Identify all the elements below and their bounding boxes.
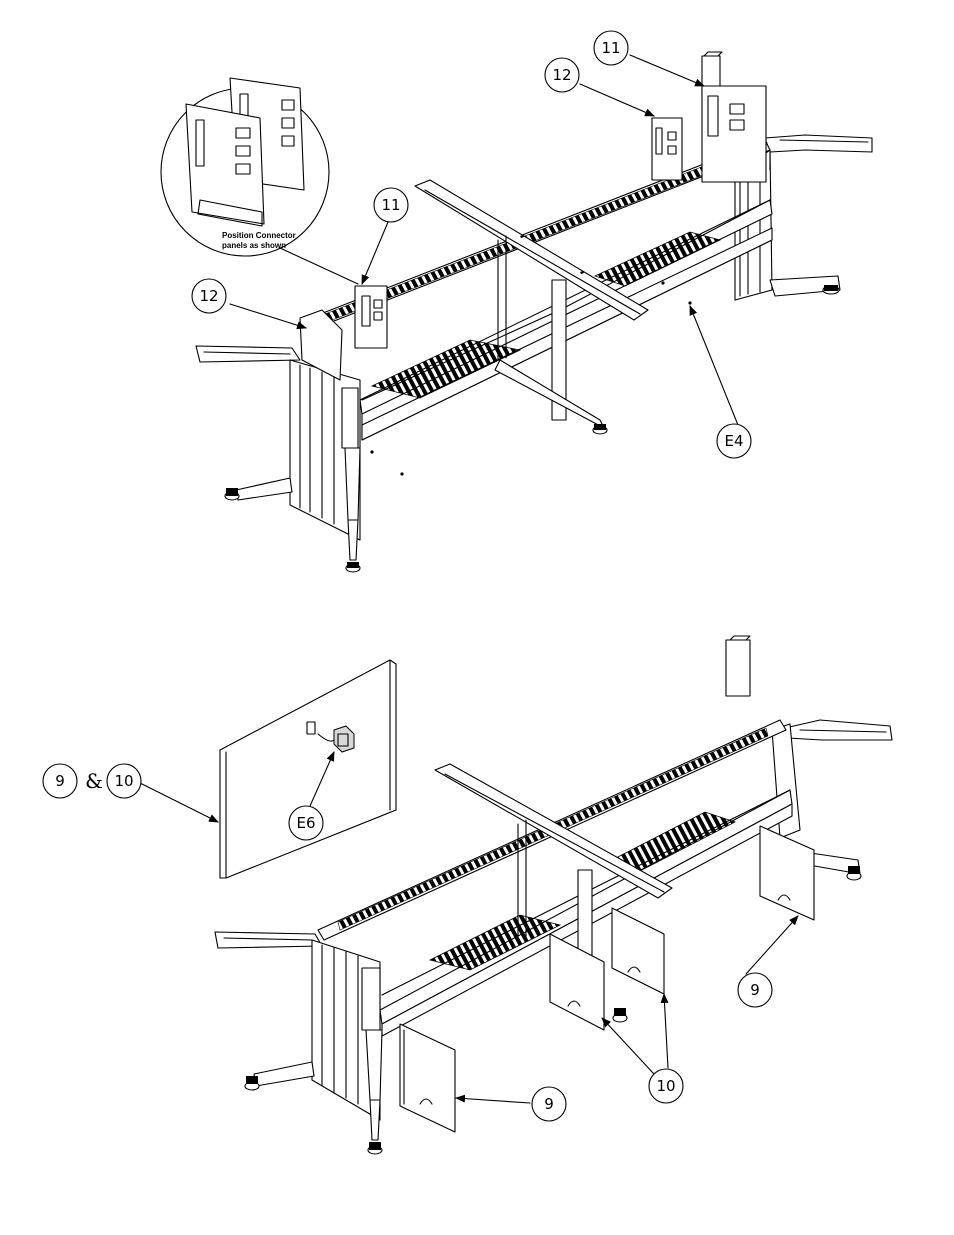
callout-10-left: 10	[106, 763, 142, 799]
top-leaders	[229, 54, 741, 431]
callout-12-top-right: 12	[544, 57, 580, 93]
bottom-cross-beam	[434, 763, 673, 899]
top-left-end-leg	[195, 345, 361, 573]
bottom-trays	[381, 789, 791, 996]
bottom-panel-9-front	[399, 1023, 456, 1133]
callout-9-right-label: 9	[750, 981, 760, 999]
detail-note-line-2: panels as shown	[222, 241, 286, 250]
callout-11-top-left-label: 11	[381, 196, 400, 214]
callout-ampersand: &	[85, 769, 103, 793]
bottom-assembly-view: 9 & 10 E6 9 10 9	[42, 635, 893, 1155]
callout-e4: E4	[716, 423, 752, 459]
callout-9-front-label: 9	[544, 1095, 554, 1113]
callout-9-right: 9	[737, 972, 773, 1008]
callout-12-top-right-label: 12	[552, 66, 571, 84]
callout-12-top-left: 12	[191, 278, 227, 314]
top-center-stand	[494, 235, 608, 435]
top-hardware-dots	[370, 281, 692, 476]
detail-note-line-1: Position Connector	[222, 231, 296, 240]
bottom-right-end-leg	[725, 635, 893, 881]
bottom-panel-10-b	[611, 907, 665, 995]
bottom-leaders	[139, 751, 799, 1104]
bottom-panel-9-right	[759, 825, 815, 921]
callout-9-left-label: 9	[55, 772, 65, 790]
top-connector-panels	[299, 85, 767, 381]
connector-detail-circle: Position Connector panels as shown	[160, 77, 359, 285]
bottom-back-panel	[219, 659, 397, 879]
callout-10-mid-label: 10	[656, 1077, 675, 1095]
callout-10-left-label: 10	[114, 772, 133, 790]
callout-e6: E6	[288, 805, 324, 841]
callout-11-top-right: 11	[593, 30, 629, 66]
top-assembly-view: Position Connector panels as shown 11 12…	[160, 30, 873, 573]
callout-9-left: 9	[42, 763, 78, 799]
callout-11-top-right-label: 11	[601, 39, 620, 57]
callout-12-top-left-label: 12	[199, 287, 218, 305]
callout-e6-label: E6	[296, 814, 315, 832]
top-cross-beam	[414, 179, 649, 321]
callout-9-front: 9	[531, 1086, 567, 1122]
bottom-left-end-leg	[214, 931, 383, 1155]
callout-10-mid: 10	[648, 1068, 684, 1104]
top-trays	[361, 199, 771, 401]
callout-11-top-left: 11	[373, 187, 409, 223]
bottom-panel-10-a	[549, 933, 605, 1031]
callout-e4-label: E4	[724, 432, 743, 450]
